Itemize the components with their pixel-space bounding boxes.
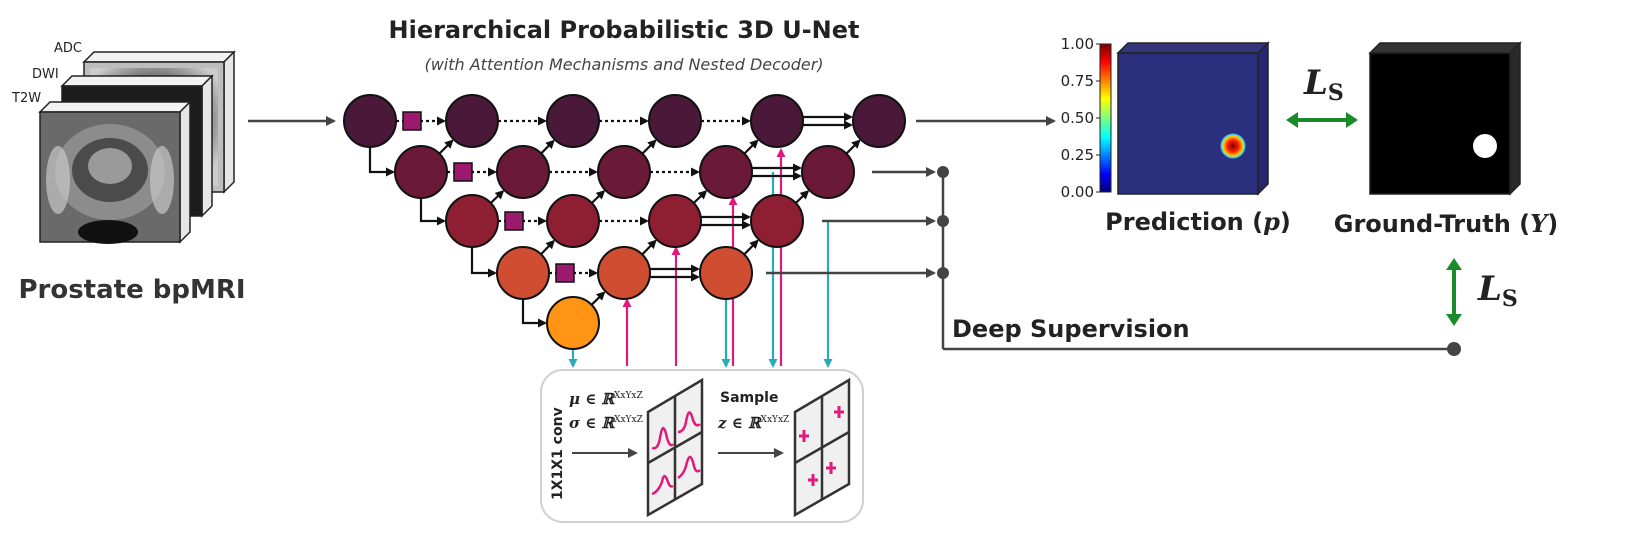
loss-arrow-horizontal	[1286, 112, 1358, 128]
unet-node	[546, 194, 600, 248]
colorbar-tick-label: 0.00	[1061, 183, 1094, 201]
colorbar: 1.00 0.75 0.50 0.25 0.00	[1061, 35, 1112, 201]
unet-node	[343, 94, 397, 148]
decoder-upsample-arrow	[438, 139, 454, 155]
decoder-upsample-arrow	[590, 190, 606, 204]
unet-graph	[343, 94, 906, 368]
decoder-upsample-arrow	[845, 139, 861, 155]
attention-gate	[402, 111, 422, 131]
mri-stack: ADC DWI T2W	[11, 41, 236, 244]
colorbar-tick-label: 0.50	[1061, 109, 1094, 127]
lesion-prediction	[1220, 133, 1246, 159]
attention-gate	[555, 263, 575, 283]
decoder-upsample-arrow	[590, 291, 606, 306]
colorbar-tick-label: 1.00	[1061, 35, 1094, 53]
attention-gate	[453, 162, 473, 182]
unet-node	[852, 94, 906, 148]
loss-label-right: LS	[1477, 269, 1518, 312]
decoder-upsample-arrow	[540, 239, 555, 256]
unet-node	[597, 246, 651, 300]
encoder-downsample-arrow	[368, 147, 395, 177]
unet-node	[750, 94, 804, 148]
bottleneck-node	[546, 296, 600, 350]
unet-node	[699, 246, 753, 300]
unet-node	[445, 194, 499, 248]
colorbar-tick-label: 0.75	[1061, 72, 1094, 90]
z-definition: z ∈ ℝXxYxZ	[717, 414, 789, 432]
conv-label: 1X1X1 conv	[550, 407, 566, 500]
ground-truth-volume	[1368, 41, 1522, 196]
unet-node	[648, 94, 702, 148]
channel-label-adc: ADC	[54, 41, 82, 56]
deep-supervision-lines	[766, 166, 1461, 356]
sample-grid	[793, 377, 851, 518]
ground-truth-label: Ground-Truth (Y)	[1334, 209, 1558, 238]
diagram-title: Hierarchical Probabilistic 3D U-Net	[389, 16, 860, 44]
unet-node	[445, 94, 499, 148]
decoder-upsample-arrow	[794, 190, 810, 204]
unet-node	[750, 194, 804, 248]
encoder-downsample-arrow	[521, 299, 547, 328]
diagram-subtitle: (with Attention Mechanisms and Nested De…	[424, 55, 823, 74]
unet-node	[546, 94, 600, 148]
attention-gate	[504, 211, 524, 231]
unet-node	[801, 145, 855, 199]
distribution-grid	[646, 377, 704, 518]
unet-node	[648, 194, 702, 248]
input-label: Prostate bpMRI	[18, 275, 245, 305]
deep-supervision-label: Deep Supervision	[952, 315, 1190, 343]
latent-sampling-box: 1X1X1 conv μ ∈ ℝXxYxZ σ ∈ ℝXxYxZ Sample …	[540, 369, 864, 523]
decoder-upsample-arrow	[489, 190, 505, 204]
decoder-upsample-arrow	[743, 139, 759, 155]
channel-label-dwi: DWI	[32, 67, 59, 82]
encoder-downsample-arrow	[419, 198, 446, 226]
unet-node	[394, 145, 448, 199]
unet-node	[496, 246, 550, 300]
channel-label-t2w: T2W	[11, 91, 41, 106]
sample-label: Sample	[720, 390, 778, 406]
colorbar-tick-label: 0.25	[1061, 146, 1094, 164]
prediction-label: Prediction (p)	[1105, 207, 1291, 236]
decoder-upsample-arrow	[692, 190, 708, 204]
mu-definition: μ ∈ ℝXxYxZ	[569, 390, 643, 408]
unet-node	[597, 145, 651, 199]
encoder-downsample-arrow	[470, 247, 497, 278]
lesion-ground-truth	[1473, 134, 1497, 158]
decoder-upsample-arrow	[641, 239, 657, 256]
sigma-definition: σ ∈ ℝXxYxZ	[569, 414, 643, 432]
decoder-upsample-arrow	[540, 139, 555, 155]
loss-label-top: LS	[1303, 63, 1344, 106]
unet-node	[699, 145, 753, 199]
unet-node	[496, 145, 550, 199]
loss-arrow-vertical	[1446, 258, 1462, 326]
decoder-upsample-arrow	[641, 139, 657, 155]
prediction-volume	[1116, 41, 1270, 196]
decoder-upsample-arrow	[743, 239, 759, 256]
